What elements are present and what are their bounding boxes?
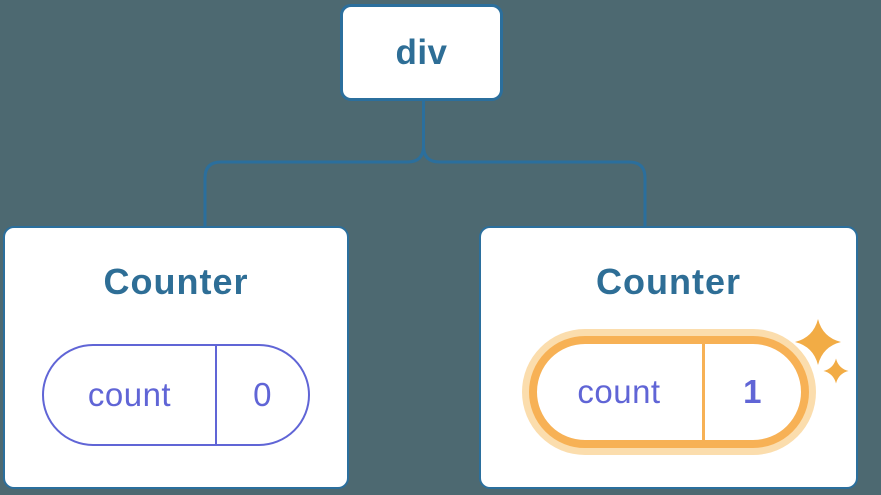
state-value: 1 [743,373,762,410]
tree-edge-right [422,99,647,229]
tree-edge-left [203,99,425,229]
root-node-div: div [340,4,503,101]
state-value: 0 [253,376,272,413]
state-key-label: count [537,344,705,440]
card-title: Counter [596,261,741,302]
root-node-label: div [395,32,448,72]
state-key-label: count [44,346,217,444]
sparkle-small-icon [823,358,849,384]
sparkle-large-icon [795,319,841,365]
sparkles-icon [795,319,849,384]
state-pill: count 0 [42,344,310,446]
card-title: Counter [103,261,249,302]
state-pill-highlighted: count 1 [528,336,809,448]
counter-card-right: Counter count 1 [479,226,858,489]
counter-card-left: Counter count 0 [3,226,349,489]
